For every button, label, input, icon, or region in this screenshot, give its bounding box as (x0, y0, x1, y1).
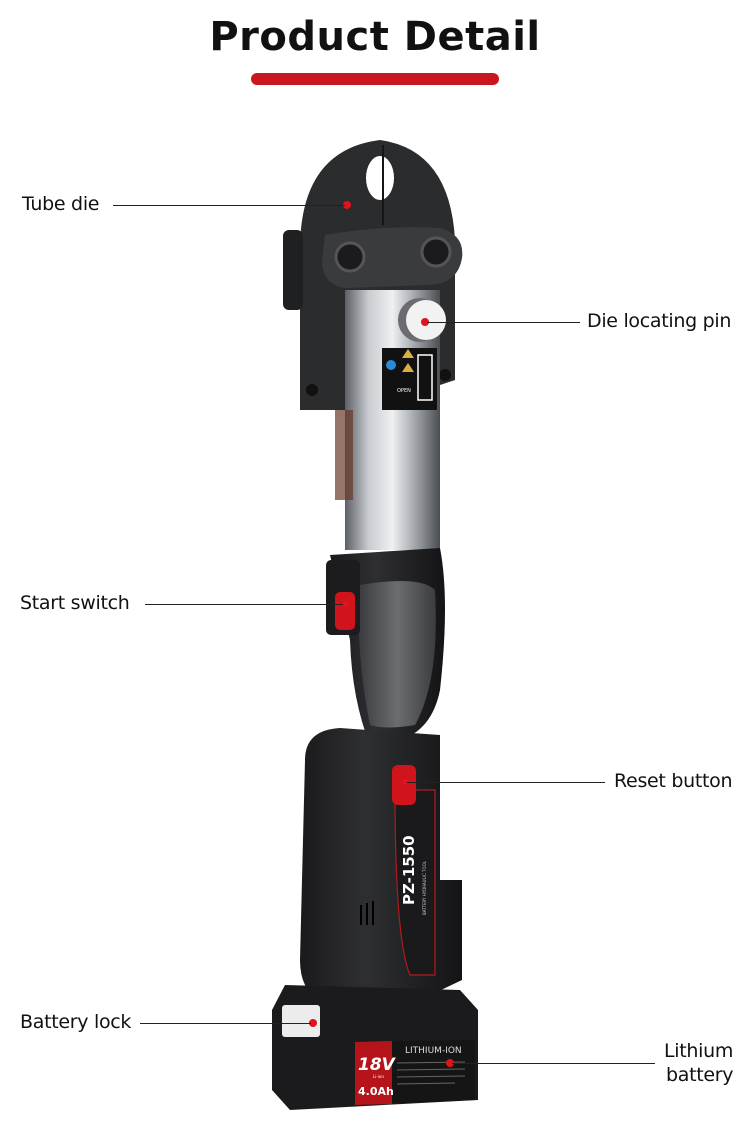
reset-button-leader-line (407, 782, 605, 783)
pointer-dots (309, 201, 454, 1067)
reset-button (392, 765, 416, 805)
label-battery-lock: Battery lock (20, 1011, 132, 1033)
page-title: Product Detail (209, 14, 541, 60)
svg-text:Li-ion: Li-ion (373, 1074, 384, 1079)
label-lithium-battery-line1: Lithium (664, 1040, 734, 1062)
start-switch-leader-line (145, 604, 343, 605)
label-tube-die: Tube die (22, 193, 100, 215)
battery-lock-leader-line (140, 1023, 311, 1024)
motor-housing (300, 728, 462, 1000)
tube-die-leader-line (113, 205, 345, 206)
model-marking: PZ-1550 (400, 835, 418, 905)
die-locating-pin-leader-line (427, 322, 580, 323)
label-lithium-battery-line2: battery (666, 1064, 734, 1086)
warning-sticker: OPEN (382, 348, 437, 410)
lithium-battery: 18V Li-ion 4.0Ah LITHIUM-ION (272, 985, 478, 1110)
svg-text:4.0Ah: 4.0Ah (358, 1085, 394, 1098)
label-reset-button: Reset button (614, 770, 733, 792)
battery-lock (282, 1005, 320, 1037)
svg-text:18V: 18V (358, 1055, 397, 1075)
lithium-battery-leader-line (452, 1063, 655, 1064)
label-die-locating-pin: Die locating pin (587, 310, 732, 332)
svg-text:LITHIUM-ION: LITHIUM-ION (405, 1046, 462, 1056)
svg-text:BATTERY HYDRAULIC TOOL: BATTERY HYDRAULIC TOOL (422, 860, 427, 915)
start-switch (335, 592, 355, 630)
svg-text:OPEN: OPEN (397, 388, 411, 394)
label-start-switch: Start switch (20, 592, 130, 614)
title-underline (251, 73, 499, 85)
